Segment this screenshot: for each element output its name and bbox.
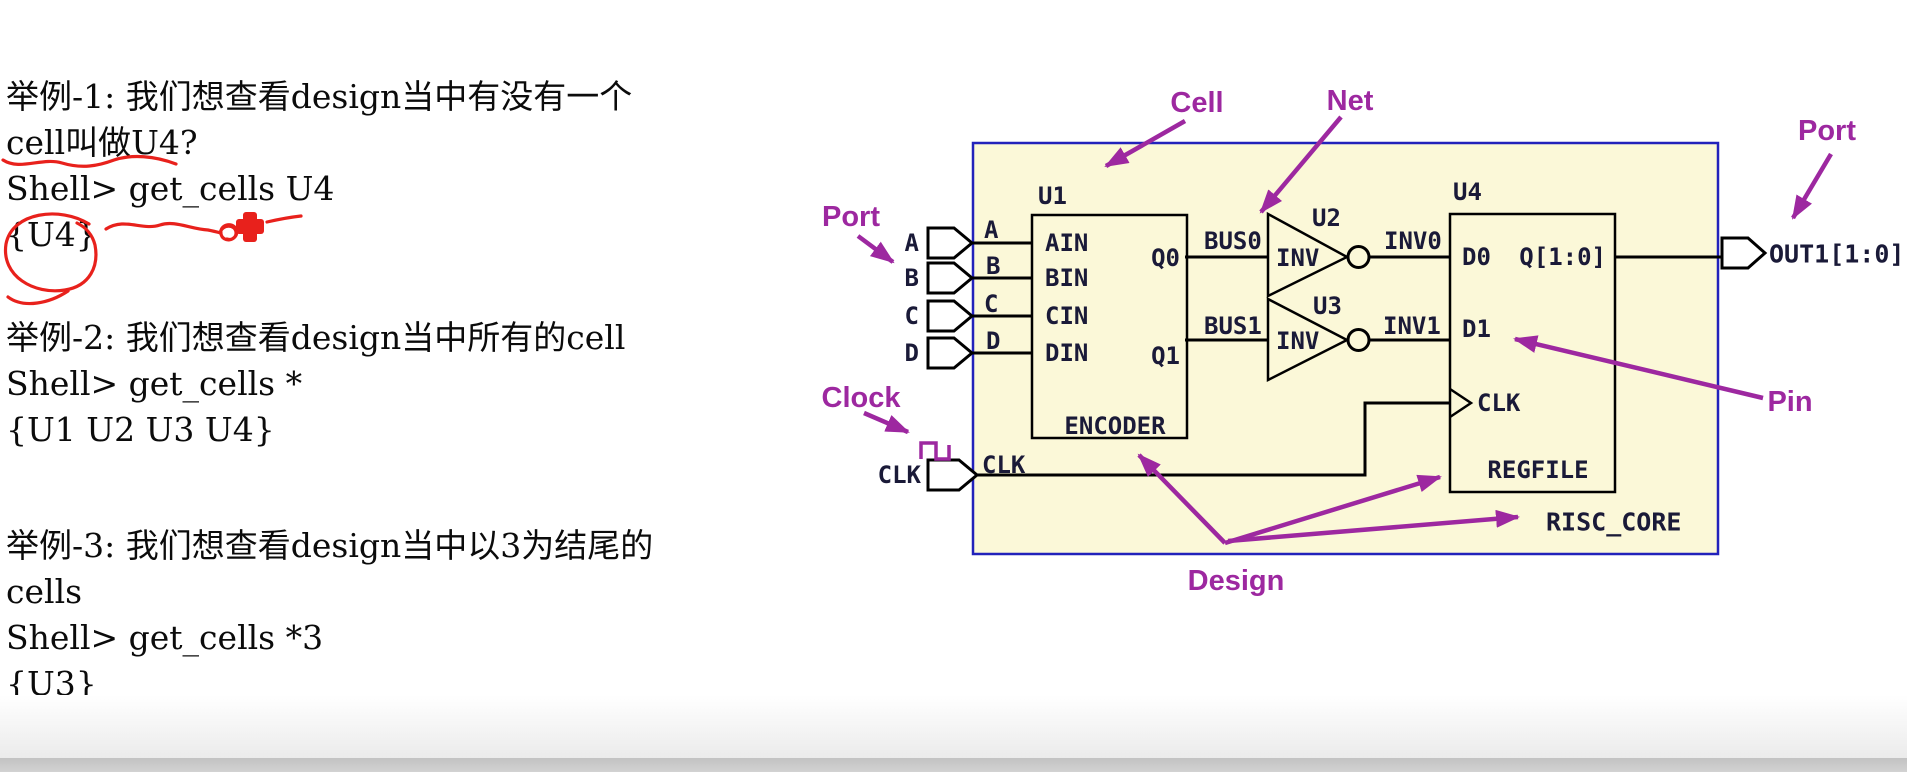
bottom-gradient: [0, 695, 1907, 758]
port-left-arrow: [856, 234, 895, 264]
port-clk-label: CLK: [878, 461, 922, 489]
encoder-cell: [1030, 213, 1189, 440]
design-boundary: [971, 141, 1720, 556]
port-c: [926, 299, 975, 333]
u2-ref-label: U2: [1312, 204, 1341, 232]
port-out1: [1720, 236, 1768, 270]
net-b-label: B: [986, 252, 1000, 280]
u1-pin-bin: BIN: [1045, 264, 1088, 292]
example-3-title-line1: 举例-3: 我们想查看design当中以3为结尾的: [6, 526, 654, 565]
red-tail-line: [265, 214, 303, 224]
u4-clock-pin-marker: [1449, 387, 1474, 419]
red-scribble-knot: [218, 223, 239, 242]
red-circle-annotation: [3, 212, 98, 293]
bottom-gray-bar: [0, 758, 1907, 772]
u1-type-label: ENCODER: [1064, 412, 1166, 440]
net-arrow: [1259, 115, 1343, 214]
example-3-command: Shell> get_cells *3: [6, 618, 324, 657]
inverter-u3: [1266, 296, 1350, 383]
u4-ref-label: U4: [1453, 178, 1482, 206]
example-1-title-line1: 举例-1: 我们想查看design当中有没有一个: [6, 77, 633, 116]
example-1-title-line2: cell叫做U4?: [6, 123, 198, 162]
u1-pin-q0: Q0: [1151, 244, 1180, 272]
u4-pin-q: Q[1:0]: [1519, 243, 1606, 271]
u2-type-label: INV: [1276, 244, 1319, 272]
example-2-title: 举例-2: 我们想查看design当中所有的cell: [6, 318, 626, 357]
clock-waveform-icon: [919, 441, 951, 461]
design-name-label: RISC_CORE: [1546, 508, 1681, 537]
net-c-label: C: [984, 290, 998, 318]
example-2-result: {U1 U2 U3 U4}: [6, 410, 275, 449]
wire-net-clk: [977, 401, 1450, 477]
port-b-label: B: [905, 264, 919, 292]
net-a-label: A: [984, 216, 999, 244]
red-wavy-underline: [1, 154, 178, 168]
u1-ref-label: U1: [1038, 182, 1067, 210]
u4-pin-clk: CLK: [1477, 389, 1521, 417]
example-2-command: Shell> get_cells *: [6, 364, 303, 403]
regfile-cell: [1448, 212, 1617, 494]
design-annotation-label: Design: [1188, 565, 1285, 597]
pin-annotation-label: Pin: [1767, 386, 1812, 418]
net-bus1-label: BUS1: [1204, 312, 1262, 340]
net-d-label: D: [986, 327, 1000, 355]
port-right-arrow: [1791, 152, 1833, 220]
red-circle-tail: [6, 289, 70, 306]
net-clk-label: CLK: [982, 451, 1026, 479]
u1-pin-q1: Q1: [1151, 342, 1180, 370]
clock-arrow: [863, 410, 910, 435]
cell-arrow: [1104, 119, 1187, 168]
net-annotation-label: Net: [1327, 85, 1374, 117]
port-a-label: A: [905, 229, 920, 257]
u1-pin-ain: AIN: [1045, 229, 1088, 257]
u3-ref-label: U3: [1313, 292, 1342, 320]
u4-type-label: REGFILE: [1487, 456, 1588, 484]
u1-pin-cin: CIN: [1045, 302, 1088, 330]
port-c-label: C: [905, 302, 919, 330]
inverter-u2: [1266, 211, 1350, 299]
port-out1-label: OUT1[1:0]: [1769, 240, 1904, 269]
example-2-block: 举例-2: 我们想查看design当中所有的cell Shell> get_ce…: [6, 315, 625, 453]
u4-pin-d1: D1: [1462, 315, 1491, 343]
pin-arrow: [1513, 335, 1764, 401]
port-a: [926, 226, 975, 260]
net-bus0-label: BUS0: [1204, 227, 1262, 255]
clock-annotation-label: Clock: [822, 382, 902, 414]
example-1-command: Shell> get_cells U4: [6, 169, 335, 208]
red-squiggle-line: [104, 221, 223, 235]
cell-annotation-label: Cell: [1170, 87, 1223, 119]
example-3-title-line2: cells: [6, 572, 83, 611]
u1-pin-din: DIN: [1045, 339, 1088, 367]
port-d-label: D: [905, 339, 919, 367]
u4-pin-d0: D0: [1462, 243, 1491, 271]
port-left-annotation-label: Port: [822, 201, 880, 233]
design-arrow-to-regfile: [1224, 474, 1442, 546]
net-inv0-label: INV0: [1384, 227, 1442, 255]
red-cross-vertical: [243, 212, 257, 242]
design-arrow-to-encoder: [1137, 453, 1227, 545]
port-d: [926, 336, 975, 370]
port-right-annotation-label: Port: [1798, 115, 1856, 147]
inverter-u2-bubble: [1346, 245, 1371, 269]
net-inv1-label: INV1: [1383, 312, 1441, 340]
u3-type-label: INV: [1276, 327, 1319, 355]
port-clk: [926, 458, 980, 492]
inverter-u3-bubble: [1346, 328, 1371, 352]
example-3-block: 举例-3: 我们想查看design当中以3为结尾的 cells Shell> g…: [6, 523, 653, 707]
design-arrow-to-core: [1227, 509, 1520, 544]
port-b: [926, 261, 975, 295]
